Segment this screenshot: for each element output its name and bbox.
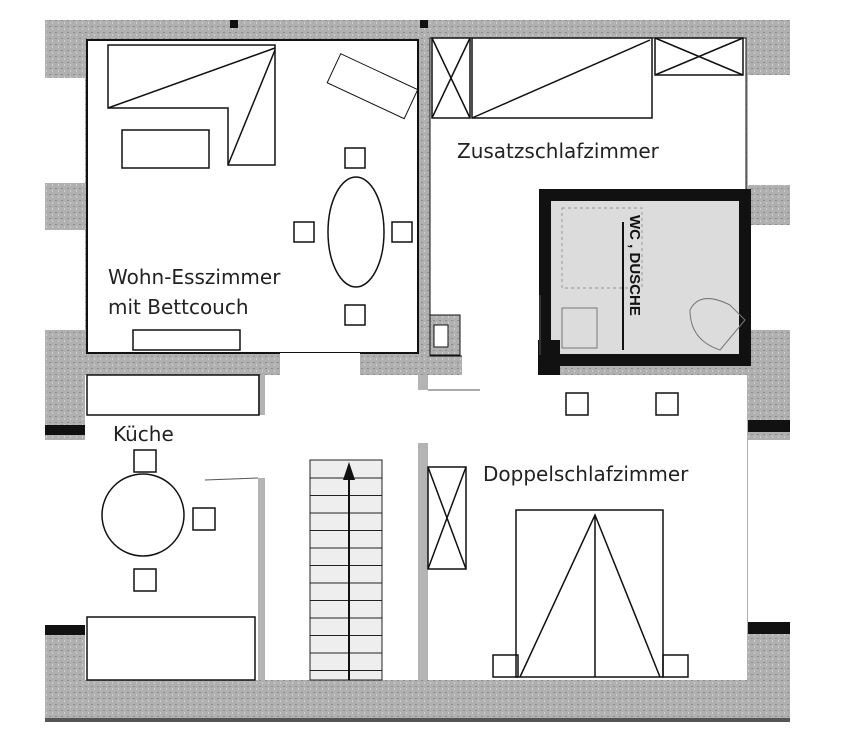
door-line (204, 477, 259, 481)
nightstand (662, 654, 689, 678)
wardrobe (654, 37, 744, 76)
hall-opening (280, 353, 360, 378)
nightstand (655, 392, 679, 416)
armchair (326, 53, 419, 120)
bath-wall-corner (538, 340, 560, 375)
kitchen-counter (86, 374, 260, 416)
toilet-icon (689, 298, 746, 351)
lower-area (85, 375, 747, 680)
kitchen-label: Küche (113, 422, 174, 446)
chair (293, 221, 315, 243)
double-bedroom-label: Doppelschlafzimmer (483, 462, 689, 486)
arrow-up-icon (343, 462, 355, 480)
chair (192, 507, 216, 531)
extra-bedroom-label: Zusatzschlafzimmer (457, 139, 660, 163)
dining-table (327, 176, 385, 288)
double-bed (515, 509, 664, 678)
coffee-table (121, 129, 210, 169)
chair (391, 221, 413, 243)
window-sills (45, 20, 790, 635)
living-room-label-2: mit Bettcouch (108, 295, 249, 319)
partitions (258, 375, 428, 680)
sink-icon (561, 307, 598, 349)
wall-edge (45, 718, 790, 722)
bathroom-label: WC , DUSCHE (626, 215, 643, 316)
kitchen-counter (86, 616, 256, 681)
chair (344, 304, 366, 326)
kitchen-table (101, 473, 185, 557)
sideboard (132, 329, 241, 351)
chair (133, 449, 157, 473)
living-room-label: Wohn-Esszimmer (108, 265, 281, 289)
bathroom (539, 189, 751, 366)
chair (344, 147, 366, 169)
sofa-diagonal (227, 49, 276, 166)
hall-connector (462, 310, 542, 380)
windows (45, 75, 790, 625)
sofa-diagonal (107, 47, 276, 109)
single-bed (471, 37, 653, 119)
chair (133, 568, 157, 592)
staircase[interactable] (309, 459, 383, 681)
nightstand (492, 654, 519, 678)
nightstand (565, 392, 589, 416)
wardrobe (431, 37, 471, 119)
chimney-flue (433, 324, 449, 348)
wardrobe (427, 466, 467, 570)
living-room (86, 39, 419, 354)
shower-tray (561, 207, 643, 289)
